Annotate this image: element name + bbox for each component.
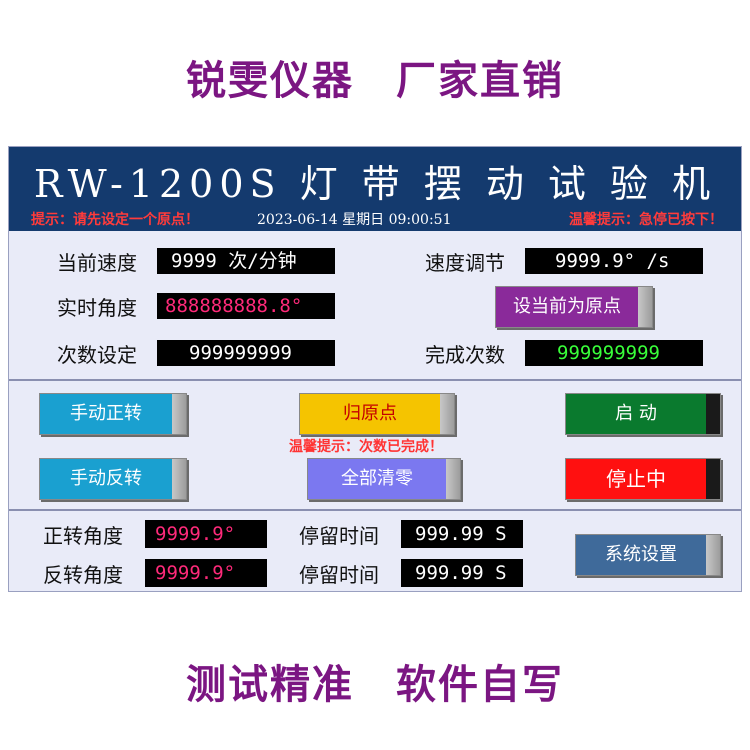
manual-forward-button[interactable]: 手动正转: [39, 393, 187, 435]
current-speed-display: 9999 次/分钟: [157, 248, 335, 274]
origin-hint: 提示：请先设定一个原点！: [31, 212, 199, 228]
count-done-display: 999999999: [525, 340, 703, 366]
stop-button[interactable]: 停止中: [565, 458, 721, 500]
set-origin-button-label: 设当前为原点: [513, 296, 621, 317]
return-origin-button[interactable]: 归原点: [299, 393, 455, 435]
system-settings-button[interactable]: 系统设置: [575, 534, 721, 576]
fwd-angle-label: 正转角度: [43, 524, 123, 548]
count-complete-notice: 温馨提示：次数已完成！: [289, 439, 443, 455]
section-divider: [9, 379, 741, 381]
button-bevel: [706, 535, 720, 575]
system-settings-label: 系统设置: [605, 544, 677, 565]
return-origin-label: 归原点: [343, 403, 397, 424]
count-set-input[interactable]: 999999999: [157, 340, 335, 366]
title-bar: RW-1200S 灯 带 摆 动 试 验 机 提示：请先设定一个原点！ 2023…: [9, 147, 741, 231]
rev-angle-input[interactable]: 9999.9°: [145, 559, 267, 587]
fwd-dwell-label: 停留时间: [299, 524, 379, 548]
start-label: 启 动: [615, 403, 657, 424]
manual-reverse-label: 手动反转: [70, 468, 142, 489]
estop-hint: 温馨提示：急停已按下！: [569, 212, 723, 228]
manual-reverse-button[interactable]: 手动反转: [39, 458, 187, 500]
manual-forward-label: 手动正转: [70, 403, 142, 424]
realtime-angle-label: 实时角度: [57, 296, 137, 320]
rev-dwell-input[interactable]: 999.99 S: [401, 559, 523, 587]
speed-adjust-input[interactable]: 9999.9° /s: [525, 248, 703, 274]
stop-label: 停止中: [606, 467, 666, 491]
button-bevel: [172, 459, 186, 499]
promo-banner-bottom: 测试精准 软件自写: [186, 662, 564, 708]
section-divider: [9, 509, 741, 511]
button-bevel: [706, 394, 720, 434]
promo-banner-top: 锐雯仪器 厂家直销: [186, 58, 564, 104]
button-bevel: [638, 287, 652, 327]
rev-angle-label: 反转角度: [43, 563, 123, 587]
button-bevel: [706, 459, 720, 499]
fwd-dwell-input[interactable]: 999.99 S: [401, 520, 523, 548]
current-speed-label: 当前速度: [57, 251, 137, 275]
set-origin-button[interactable]: 设当前为原点: [495, 286, 653, 328]
count-done-label: 完成次数: [425, 343, 505, 367]
clear-all-label: 全部清零: [341, 468, 413, 489]
clear-all-button[interactable]: 全部清零: [307, 458, 461, 500]
hmi-panel: RW-1200S 灯 带 摆 动 试 验 机 提示：请先设定一个原点！ 2023…: [8, 146, 742, 592]
start-button[interactable]: 启 动: [565, 393, 721, 435]
button-bevel: [446, 459, 460, 499]
button-bevel: [440, 394, 454, 434]
fwd-angle-input[interactable]: 9999.9°: [145, 520, 267, 548]
realtime-angle-display: 888888888.8°: [157, 293, 335, 319]
datetime-display: 2023-06-14 星期日 09:00:51: [257, 212, 452, 228]
button-bevel: [172, 394, 186, 434]
rev-dwell-label: 停留时间: [299, 563, 379, 587]
machine-title: RW-1200S 灯 带 摆 动 试 验 机: [33, 162, 717, 206]
count-set-label: 次数设定: [57, 343, 137, 367]
speed-adjust-label: 速度调节: [425, 251, 505, 275]
